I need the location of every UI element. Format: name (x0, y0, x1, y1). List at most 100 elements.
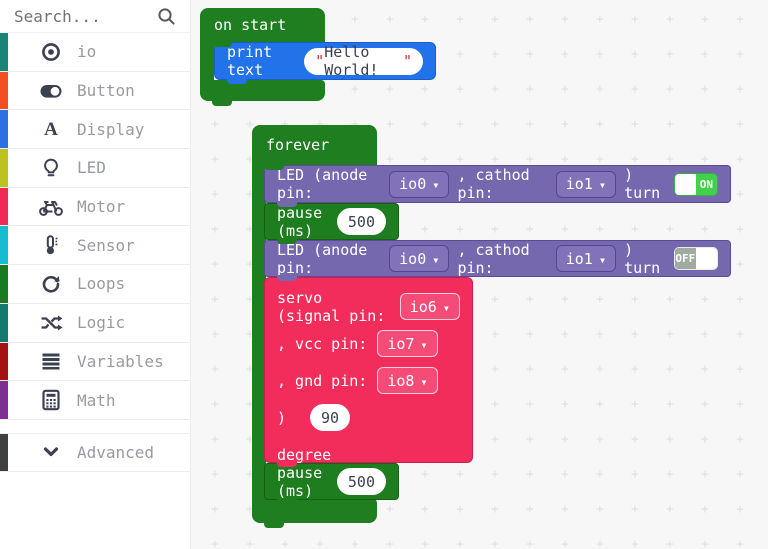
grid-plus-mark: + (631, 432, 639, 447)
pause-block-1[interactable]: pause (ms) 500 (264, 203, 399, 244)
grid-plus-mark: + (211, 152, 219, 167)
grid-plus-mark: + (386, 82, 394, 97)
grid-plus-mark: + (701, 502, 709, 517)
grid-plus-mark: + (421, 222, 429, 237)
sidebar-item-math[interactable]: Math (0, 381, 190, 420)
grid-plus-mark: + (701, 222, 709, 237)
grid-plus-mark: + (701, 432, 709, 447)
grid-plus-mark: + (246, 537, 254, 549)
grid-plus-mark: + (526, 47, 534, 62)
on-start-spine (200, 41, 214, 81)
on-start-label: on start (214, 16, 287, 34)
sidebar-item-button[interactable]: Button (0, 71, 190, 111)
forever-block[interactable]: forever (252, 125, 377, 170)
sidebar-item-led[interactable]: LED (0, 149, 190, 188)
servo-block[interactable]: servo (signal pin: io6 , vcc pin: io7 , … (264, 277, 473, 467)
led-off-toggle[interactable]: OFF (673, 247, 718, 270)
grid-plus-mark: + (246, 327, 254, 342)
grid-plus-mark: + (701, 537, 709, 549)
grid-plus-mark: + (631, 467, 639, 482)
vcc-pin-dropdown[interactable]: io7 (377, 330, 438, 357)
on-start-foot (200, 80, 325, 106)
grid-plus-mark: + (561, 397, 569, 412)
grid-plus-mark: + (246, 432, 254, 447)
thermometer-icon (38, 234, 64, 256)
cathode-pin-dropdown[interactable]: io1 (555, 245, 617, 272)
grid-plus-mark: + (666, 397, 674, 412)
search-input[interactable] (14, 6, 144, 26)
grid-plus-mark: + (666, 292, 674, 307)
led-on-block[interactable]: LED (anode pin: io0 , cathod pin: io1 ) … (264, 165, 731, 207)
grid-plus-mark: + (526, 537, 534, 549)
grid-plus-mark: + (561, 362, 569, 377)
cathode-pin-value: io1 (565, 175, 593, 193)
pause-value-field[interactable]: 500 (336, 468, 386, 495)
sidebar-item-label: Button (77, 81, 135, 101)
sidebar-item-advanced[interactable]: Advanced (0, 432, 190, 472)
print-text-value: Hello World! (324, 43, 379, 79)
print-text-block[interactable]: print text "Hello World!" (214, 42, 436, 84)
print-text-value-field[interactable]: "Hello World!" (304, 43, 423, 79)
grid-plus-mark: + (526, 362, 534, 377)
servo-angle-field[interactable]: 90 (310, 404, 351, 431)
led-off-block[interactable]: LED (anode pin: io0 , cathod pin: io1 ) … (264, 240, 731, 281)
sidebar-item-io[interactable]: io (0, 33, 190, 72)
category-color-strip (0, 187, 8, 226)
cathode-pin-dropdown[interactable]: io1 (555, 170, 617, 198)
toggle-icon (38, 80, 64, 102)
grid-plus-mark: + (316, 537, 324, 549)
grid-plus-mark: + (386, 12, 394, 27)
pause-block-2[interactable]: pause (ms) 500 (264, 463, 399, 504)
sidebar-item-motor[interactable]: Motor (0, 187, 190, 227)
grid-plus-mark: + (211, 222, 219, 237)
grid-plus-mark: + (246, 187, 254, 202)
grid-plus-mark: + (351, 118, 359, 131)
sidebar-item-loops[interactable]: Loops (0, 265, 190, 304)
sidebar-item-label: Sensor (77, 235, 135, 255)
sidebar-item-sensor[interactable]: Sensor (0, 226, 190, 266)
grid-plus-mark: + (596, 222, 604, 237)
anode-pin-dropdown[interactable]: io0 (389, 170, 450, 198)
grid-plus-mark: + (246, 152, 254, 167)
sidebar-item-logic[interactable]: Logic (0, 303, 190, 343)
grid-plus-mark: + (736, 257, 744, 272)
grid-plus-mark: + (491, 152, 499, 167)
grid-plus-mark: + (526, 502, 534, 517)
anode-pin-dropdown[interactable]: io0 (389, 245, 450, 272)
sidebar-item-display[interactable]: A Display (0, 110, 190, 150)
on-start-block[interactable]: on start (200, 8, 325, 47)
grid-plus-mark: + (561, 502, 569, 517)
grid-plus-mark: + (596, 502, 604, 517)
motorcycle-icon (38, 196, 64, 218)
grid-plus-mark: + (701, 82, 709, 97)
grid-plus-mark: + (561, 12, 569, 27)
gnd-pin-dropdown[interactable]: io8 (377, 367, 438, 394)
workspace-canvas[interactable]: + + + + + + + + + + + + + + + + + + + + + + + + + + + + + + + + + + + + + + + +… (191, 0, 768, 549)
grid-plus-mark: + (526, 292, 534, 307)
category-color-strip (0, 342, 8, 381)
grid-plus-mark: + (526, 327, 534, 342)
grid-plus-mark: + (666, 467, 674, 482)
pause-value: 500 (347, 472, 375, 491)
grid-plus-mark: + (631, 12, 639, 27)
toggle-state-label: OFF (674, 248, 696, 269)
led-on-toggle[interactable]: ON (673, 172, 718, 196)
grid-plus-mark: + (211, 467, 219, 482)
grid-plus-mark: + (596, 82, 604, 97)
dropdown-caret-icon (420, 335, 427, 353)
sidebar-item-variables[interactable]: Variables (0, 342, 190, 382)
dropdown-caret-icon (599, 175, 606, 193)
category-color-strip (0, 381, 8, 419)
gnd-pin-value: io8 (387, 371, 415, 390)
signal-pin-dropdown[interactable]: io6 (399, 293, 460, 320)
category-color-strip (0, 265, 8, 303)
grid-plus-mark: + (281, 118, 289, 131)
led-text-prefix: LED (anode pin: (277, 166, 368, 202)
signal-pin-value: io6 (409, 297, 437, 316)
pause-value-field[interactable]: 500 (336, 208, 386, 235)
grid-plus-mark: + (736, 117, 744, 132)
grid-plus-mark: + (666, 152, 674, 167)
grid-plus-mark: + (386, 117, 394, 132)
search-icon[interactable] (157, 7, 176, 26)
servo-line-1: servo (signal pin: (277, 288, 386, 325)
